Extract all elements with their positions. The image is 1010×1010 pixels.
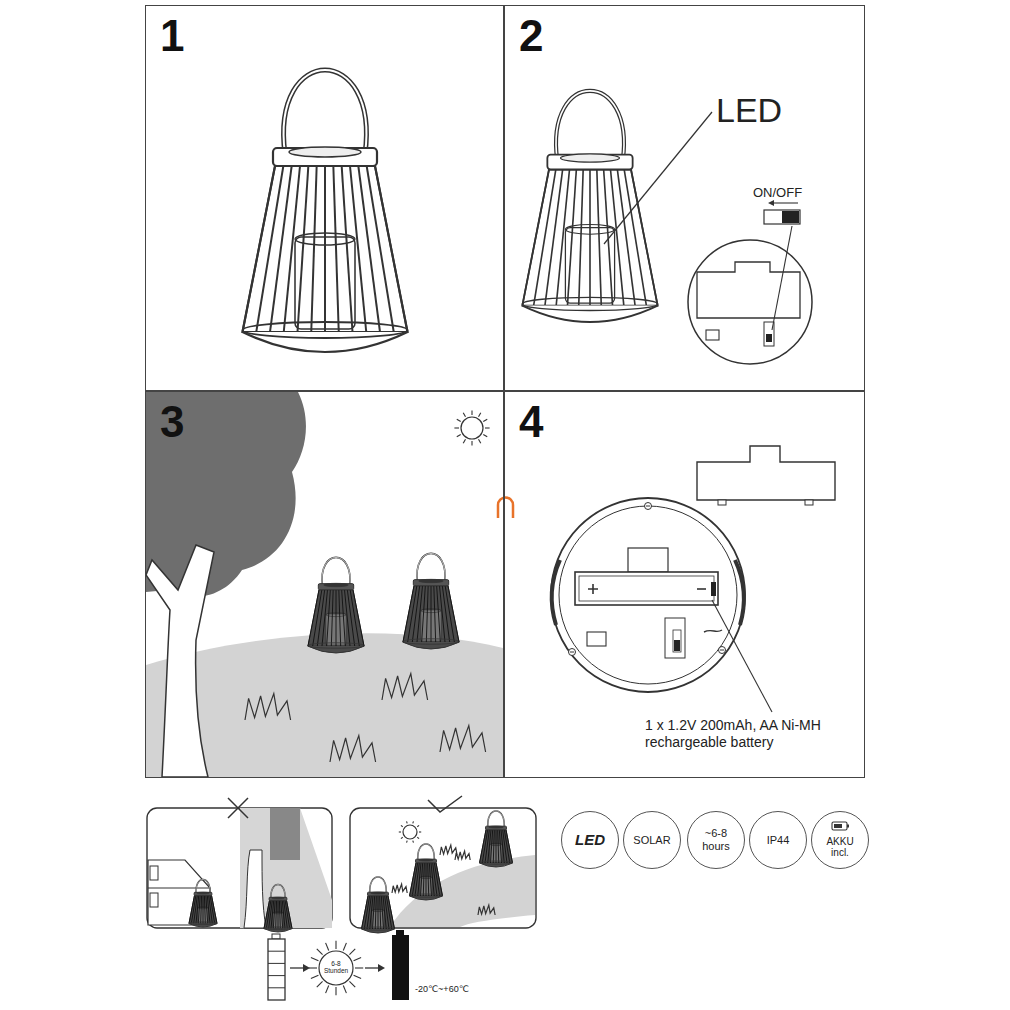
lantern [264, 884, 292, 932]
leader-line [712, 600, 772, 712]
grass [478, 905, 495, 915]
switch-label: ON/OFF [753, 185, 802, 201]
temperature-range: -20℃~+60℃ [415, 984, 469, 995]
lantern [243, 70, 408, 352]
grass [245, 694, 291, 720]
icon-text: LED [575, 831, 605, 848]
step-number: 3 [160, 400, 184, 444]
battery-glyph [832, 822, 847, 830]
grass [330, 736, 376, 762]
lantern [308, 557, 364, 653]
feature-icon: SOLAR [623, 811, 681, 869]
step-panel: 2 [504, 5, 865, 391]
lantern [410, 844, 443, 900]
grass [440, 845, 457, 855]
step-panel: 1 [145, 5, 504, 391]
icon-text: AKKU incl. [823, 822, 857, 859]
duration-note: 6-8 Stunden [323, 961, 349, 975]
tree-trunk [146, 545, 214, 777]
tree-canopy [146, 392, 306, 597]
battery-spec: 1 x 1.2V 200mAh, AA Ni-MH rechargeable b… [645, 717, 855, 751]
icon-text: SOLAR [633, 834, 670, 847]
lantern [480, 811, 513, 867]
lantern [189, 879, 217, 927]
step-panel: 3 [145, 391, 504, 778]
logo-mark [498, 498, 513, 518]
sun-symbol [399, 821, 421, 842]
part-label: LED [716, 90, 782, 131]
grass [382, 674, 428, 700]
battery-compartment [551, 446, 835, 692]
feature-icon: AKKU incl. [811, 811, 869, 869]
step-number: 2 [519, 14, 543, 58]
sun-scene [350, 796, 536, 933]
feature-icon: IP44 [749, 811, 807, 869]
grass [440, 726, 486, 752]
switch-symbol [764, 210, 800, 224]
leader-line [772, 226, 792, 330]
icon-text: ~6-8 hours [699, 827, 733, 852]
lantern [403, 553, 459, 649]
feature-icon: LED [561, 811, 619, 869]
sun-symbol [309, 941, 363, 995]
sun-symbol [454, 410, 489, 445]
base-detail [688, 240, 812, 364]
feature-icon: ~6-8 hours [687, 811, 745, 869]
lantern [522, 91, 657, 322]
arrow [770, 202, 798, 203]
grass [392, 884, 407, 893]
leader-line [604, 112, 712, 244]
step-number: 4 [519, 400, 543, 444]
grass [455, 851, 470, 860]
charge-sequence [268, 930, 409, 1000]
step-number: 1 [160, 14, 184, 58]
shade-scene [147, 798, 332, 932]
lantern [362, 877, 395, 933]
icon-text: IP44 [767, 834, 790, 847]
